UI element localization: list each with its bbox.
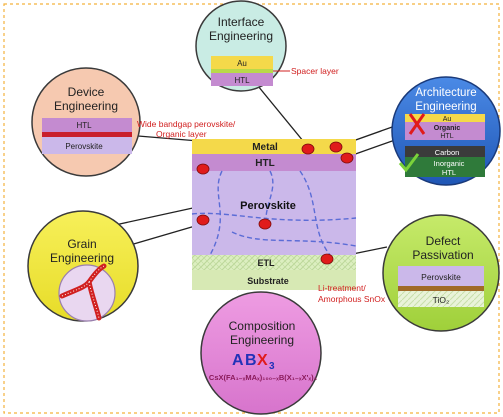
composition-title-line2: Engineering (230, 333, 294, 347)
formula-a: A (232, 352, 244, 369)
marker-dot (196, 163, 210, 175)
device-title-line2: Engineering (54, 99, 118, 113)
interface-title-line1: Interface (218, 15, 265, 29)
defect-tio2-label: TiO₂ (433, 295, 450, 305)
device-perovskite-label: Perovskite (65, 142, 103, 151)
architecture-carbon-layer (405, 146, 485, 157)
device-htl-label: HTL (76, 121, 92, 130)
architecture-inorganic-label-line1: Inorganic (434, 159, 465, 168)
grain-boundary-stripes (61, 265, 105, 319)
substrate-label: Substrate (247, 276, 289, 286)
device-title-line1: Device (68, 85, 105, 99)
etl-layer (192, 255, 356, 270)
device-perovskite-layer (42, 137, 132, 154)
interface-spacer-layer (211, 69, 273, 73)
interface-au-layer (211, 56, 273, 69)
marker-dot (340, 152, 354, 164)
htl-label: HTL (255, 158, 274, 169)
architecture-inorganic-htl-layer (405, 157, 485, 177)
grain-icon (58, 264, 116, 322)
device-stack: Metal HTL Perovskite ETL Substrate (191, 139, 357, 290)
architecture-engineering-panel: Architecture Engineering Au Organic HTL … (391, 76, 501, 186)
marker-dots (196, 141, 354, 265)
marker-dot (301, 143, 315, 155)
defect-perovskite-label: Perovskite (421, 272, 461, 282)
metal-layer (192, 139, 356, 154)
etl-label: ETL (258, 258, 276, 268)
marker-dot (196, 214, 210, 226)
substrate-layer (192, 270, 356, 290)
architecture-carbon-label: Carbon (435, 148, 460, 157)
full-formula: CsX(FA₁₋ₓMAₓ)₁₀₀₋ₓB(X₁₋ₓX'ₓ)₃ (209, 373, 318, 382)
spacer-layer-annotation: Spacer layer (291, 66, 339, 76)
defect-perovskite-layer (398, 266, 484, 286)
composition-engineering-panel: Composition Engineering A B X 3 CsX(FA₁₋… (200, 291, 322, 415)
x-mark-icon (408, 113, 426, 135)
defect-title-line2: Passivation (412, 248, 473, 262)
interface-htl-label: HTL (234, 76, 250, 85)
architecture-title-line2: Engineering (415, 101, 476, 113)
defect-passivation-panel: Defect Passivation Perovskite TiO₂ Li-tr… (318, 214, 500, 332)
marker-dot (258, 218, 272, 230)
device-htl-layer (42, 118, 132, 132)
perovskite-label: Perovskite (240, 200, 296, 212)
defect-title-line1: Defect (426, 234, 461, 248)
defect-annotation-line1: Li-treatment/ (318, 283, 366, 293)
marker-dot (329, 141, 343, 153)
architecture-au-layer (405, 114, 485, 122)
interface-title-line2: Engineering (209, 29, 273, 43)
device-engineering-panel: Device Engineering HTL Perovskite Wide b… (31, 67, 236, 177)
grain-engineering-panel: Grain Engineering (27, 210, 139, 322)
architecture-organic-label-line1: Organic (434, 125, 461, 132)
architecture-organic-htl-layer (405, 122, 485, 140)
architecture-au-label: Au (443, 116, 452, 123)
marker-dot (320, 253, 334, 265)
interface-htl-layer (211, 73, 273, 86)
architecture-organic-label-line2: HTL (440, 133, 453, 140)
device-annotation-line1: Wide bandgap perovskite/ (137, 119, 236, 129)
defect-passivation-layer (398, 286, 484, 291)
grain-title-line1: Grain (67, 237, 96, 251)
htl-layer (192, 154, 356, 171)
device-wide-bandgap-layer (42, 132, 132, 137)
formula-subscript: 3 (269, 361, 275, 372)
formula-x: X (257, 352, 268, 369)
perovskite-layer (192, 171, 356, 255)
defect-annotation-line2: Amorphous SnOx (318, 294, 386, 304)
interface-engineering-panel: Interface Engineering Au HTL Spacer laye… (195, 0, 339, 92)
formula-b: B (245, 352, 257, 369)
defect-tio2-layer (398, 291, 484, 307)
metal-label: Metal (252, 142, 278, 153)
interface-au-label: Au (237, 59, 247, 68)
composition-title-line1: Composition (229, 319, 296, 333)
check-mark-icon (398, 153, 420, 173)
architecture-inorganic-label-line2: HTL (442, 168, 456, 177)
grain-boundaries (191, 170, 357, 256)
device-annotation-line2: Organic layer (156, 129, 207, 139)
grain-title-line2: Engineering (50, 251, 114, 265)
architecture-title-line1: Architecture (415, 87, 476, 99)
